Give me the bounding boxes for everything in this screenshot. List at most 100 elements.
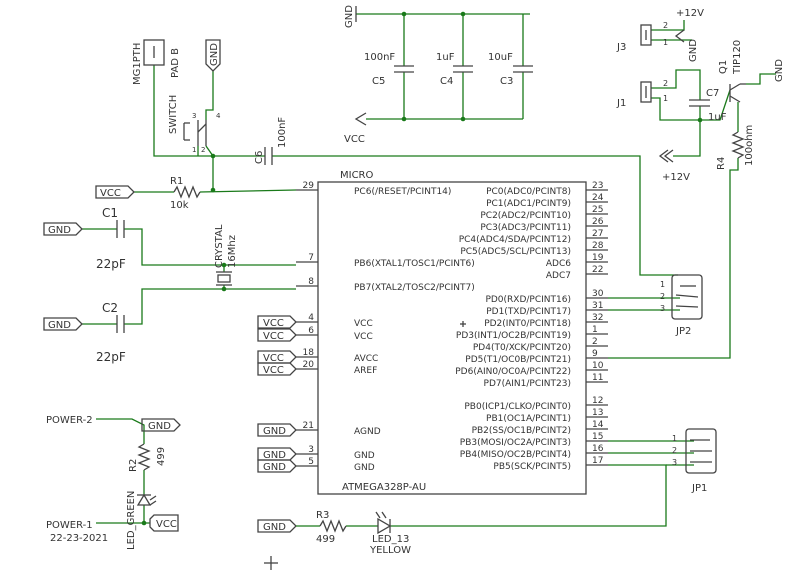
junction — [460, 11, 466, 17]
q1-value: TIP120 — [732, 40, 743, 75]
mcu-pin-number-right: 13 — [592, 408, 603, 418]
gnd-net-label: GND — [344, 5, 355, 28]
wire — [124, 288, 296, 325]
wire — [124, 228, 296, 266]
capacitor-c5: C5 100nF — [364, 52, 414, 87]
mcu-pin-number-right: 28 — [592, 241, 604, 251]
junction — [460, 116, 466, 122]
mcu-pin-label-right: ADC6 — [546, 259, 571, 269]
mcu-pin-label-right: PB1(OC1A/PCINT1) — [486, 414, 571, 424]
mcu-pin-label-right: PB4(MISO/OC2B/PCINT4) — [460, 450, 571, 460]
j1-pin-2: 2 — [663, 79, 668, 88]
junction — [210, 187, 216, 193]
gnd-port-label: GND — [48, 320, 71, 331]
mcu-vcc-port-1: VCC — [257, 328, 297, 342]
mcu-pin-label-left: PC6(/RESET/PCINT14) — [354, 187, 451, 197]
crystal-value: 16Mhz — [227, 235, 238, 268]
wire — [205, 145, 214, 190]
mcu-pin-number-right: 10 — [592, 361, 604, 371]
capacitor-c3: C3 10uF — [488, 52, 533, 87]
vcc-net-label: VCC — [344, 134, 365, 145]
mcu-pin-number-right: 1 — [592, 325, 598, 335]
q1-name: Q1 — [718, 60, 729, 74]
mcu-pin-number-right: 16 — [592, 444, 604, 454]
gnd-port-r2: GND — [141, 418, 181, 432]
gnd-port-label: GND — [48, 225, 71, 236]
led13-value: YELLOW — [369, 545, 411, 556]
mcu-pin-label-left: PB6(XTAL1/TOSC1/PCINT6) — [354, 259, 475, 269]
mcu-pin-label-right: PD1(TXD/PCINT17) — [486, 307, 571, 317]
jp2-pin-3: 3 — [660, 304, 665, 313]
r3-value: 499 — [316, 534, 335, 545]
switch-pin-1: 1 — [192, 146, 196, 154]
mcu-pin-number-left: 4 — [308, 313, 314, 323]
connector-j1: J1 2 1 — [616, 79, 668, 109]
crystal-name: CRYSTAL — [214, 224, 225, 268]
mcu-pin-label-right: PC4(ADC4/SDA/PCINT12) — [459, 235, 571, 245]
wire — [746, 73, 776, 85]
mcu-pin-number-right: 31 — [592, 301, 603, 311]
resistor-r3: R3 499 — [316, 510, 347, 545]
junction — [221, 286, 227, 292]
mcu-pin-label-right: PC5(ADC5/SCL/PCINT13) — [460, 247, 571, 257]
mcu-pin-label-left: VCC — [354, 332, 373, 342]
mcu-pin-number-left: 20 — [303, 360, 315, 370]
r3-name: R3 — [316, 510, 329, 521]
c6-name: C6 — [254, 151, 265, 164]
mcu-gnd-port-4: GND — [257, 423, 297, 437]
mcu-pin-number-right: 27 — [592, 229, 603, 239]
junction — [401, 11, 407, 17]
vcc-port-label: VCC — [263, 318, 284, 329]
vcc-symbol-decoupling: VCC — [344, 112, 367, 145]
mcu-pin-number-right: 17 — [592, 456, 603, 466]
r1-value: 10k — [170, 200, 189, 211]
mcu-vcc-port-0: VCC — [257, 315, 297, 329]
mcu-pin-label-right: PD0(RXD/PCINT16) — [485, 295, 571, 305]
mcu-pin-label-left: GND — [354, 463, 375, 473]
mcu-pin-label-right: PD3(INT1/OC2B/PCINT19) — [456, 331, 571, 341]
mcu-pin-number-left: 7 — [308, 253, 314, 263]
junction — [210, 153, 216, 159]
mcu-pin-label-right: PB3(MOSI/OC2A/PCINT3) — [460, 438, 571, 448]
mcu-pin-number-right: 15 — [592, 432, 603, 442]
switch-pin-3: 3 — [192, 112, 196, 120]
jp2-name: JP2 — [675, 326, 691, 337]
gnd-port-label: GND — [148, 421, 171, 432]
plus-mark-icon — [460, 321, 466, 327]
wire — [673, 120, 701, 157]
junction — [221, 262, 227, 268]
mcu-pin-number-left: 29 — [303, 181, 315, 191]
mcu-pin-label-right: PC0(ADC0/PCINT8) — [486, 187, 571, 197]
switch-pin-2: 2 — [201, 146, 205, 154]
date-label: 22-23-2021 — [50, 533, 108, 544]
mcu-body — [317, 181, 587, 495]
mcu-pin-number-left: 3 — [308, 445, 314, 455]
power-1-label: POWER-1 22-23-2021 — [46, 520, 108, 544]
mg1-value: PAD B — [170, 48, 181, 78]
gnd-port-label: GND — [263, 426, 286, 437]
j3-pin-2: 2 — [663, 21, 668, 30]
vcc-port-reset: VCC — [95, 185, 135, 199]
mcu-pin-label-right: PD2(INT0/PCINT18) — [484, 319, 571, 329]
jp1-pin-1: 1 — [672, 434, 677, 443]
mcu-pin-number-right: 9 — [592, 349, 598, 359]
j3-name: J3 — [616, 42, 626, 53]
mcu-pin-number-right: 14 — [592, 420, 604, 430]
gnd-port-label: GND — [263, 522, 286, 533]
mcu-pin-number-right: 19 — [592, 253, 604, 263]
resistor-r1: R1 10k — [170, 176, 201, 211]
j1-name: J1 — [616, 98, 626, 109]
mcu-pin-label-left: PB7(XTAL2/TOSC2/PCINT7) — [354, 283, 475, 293]
c7-name: C7 — [706, 88, 719, 99]
mcu-name: MICRO — [340, 170, 374, 181]
j3-net-gnd: GND — [688, 39, 699, 62]
mcu-pin-label-left: GND — [354, 451, 375, 461]
vcc-port-label: VCC — [100, 188, 121, 199]
junction — [401, 116, 407, 122]
r2-value: 499 — [156, 447, 167, 466]
wire — [608, 158, 739, 359]
vcc-port-label: VCC — [263, 365, 284, 376]
r4-value: 100ohm — [744, 125, 755, 166]
c4-value: 1uF — [436, 52, 455, 63]
mcu-pin-label-right: PC3(ADC3/PCINT11) — [480, 223, 571, 233]
